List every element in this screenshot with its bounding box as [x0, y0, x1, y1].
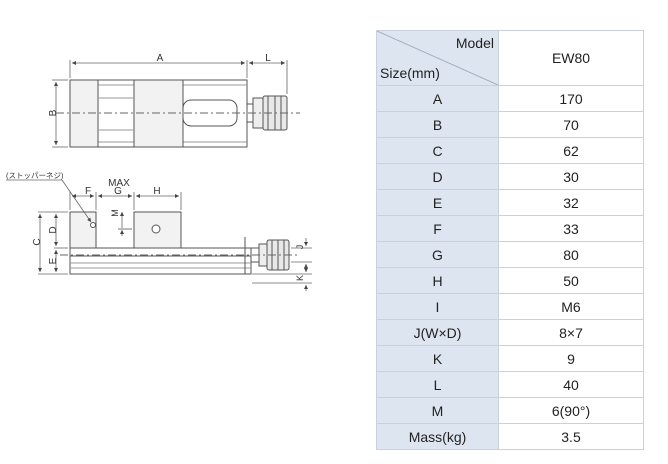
row-value: 3.5 [498, 423, 644, 450]
row-value: 50 [498, 267, 644, 294]
row-label: J(W×D) [376, 319, 499, 346]
dim-k-label: K [295, 275, 305, 281]
table-header-row: Model Size(mm) EW80 [376, 30, 644, 86]
top-view [56, 79, 300, 148]
row-value: 6(90°) [498, 397, 644, 424]
row-label: A [376, 85, 499, 112]
row-value: 9 [498, 345, 644, 372]
side-view [60, 211, 300, 275]
row-label: D [376, 163, 499, 190]
row-value: 170 [498, 85, 644, 112]
row-label: Mass(kg) [376, 423, 499, 450]
dim-b-label: B [48, 109, 59, 116]
vise-dimension-drawing: A L B (ストッパーネジ) [6, 53, 312, 291]
size-header-label: Size(mm) [380, 65, 440, 81]
row-value: 40 [498, 371, 644, 398]
row-label: I [376, 293, 499, 320]
dim-g-label: G [114, 186, 122, 197]
dim-c-label: C [32, 238, 43, 245]
dim-max-label: MAX [108, 178, 130, 189]
model-value-header: EW80 [498, 30, 644, 86]
row-value: 70 [498, 111, 644, 138]
row-label: C [376, 137, 499, 164]
row-value: 30 [498, 163, 644, 190]
diagonal-divider [377, 31, 498, 85]
stopper-screw-note: (ストッパーネジ) [6, 171, 64, 180]
row-label: E [376, 189, 499, 216]
row-label: B [376, 111, 499, 138]
row-value: 62 [498, 137, 644, 164]
row-label: G [376, 241, 499, 268]
row-value: 80 [498, 241, 644, 268]
row-value: 32 [498, 189, 644, 216]
model-header-label: Model [455, 35, 494, 51]
dim-j-label: J [295, 245, 305, 250]
row-value: M6 [498, 293, 644, 320]
header-corner-cell: Model Size(mm) [376, 30, 499, 86]
dim-e-label: E [48, 257, 59, 264]
row-label: M [376, 397, 499, 424]
row-label: F [376, 215, 499, 242]
row-value: 8×7 [498, 319, 644, 346]
dim-m-label: M [110, 209, 120, 217]
row-label: K [376, 345, 499, 372]
row-label: L [376, 371, 499, 398]
dim-f-label: F [85, 186, 91, 197]
row-value: 33 [498, 215, 644, 242]
dim-l-label: L [265, 53, 271, 64]
dim-d-label: D [48, 226, 59, 233]
dim-h-label: H [153, 186, 160, 197]
dim-a-label: A [157, 53, 164, 64]
row-label: H [376, 267, 499, 294]
table-row: J(W×D)8×7 [376, 319, 644, 346]
table-row: Mass(kg)3.5 [376, 423, 644, 450]
